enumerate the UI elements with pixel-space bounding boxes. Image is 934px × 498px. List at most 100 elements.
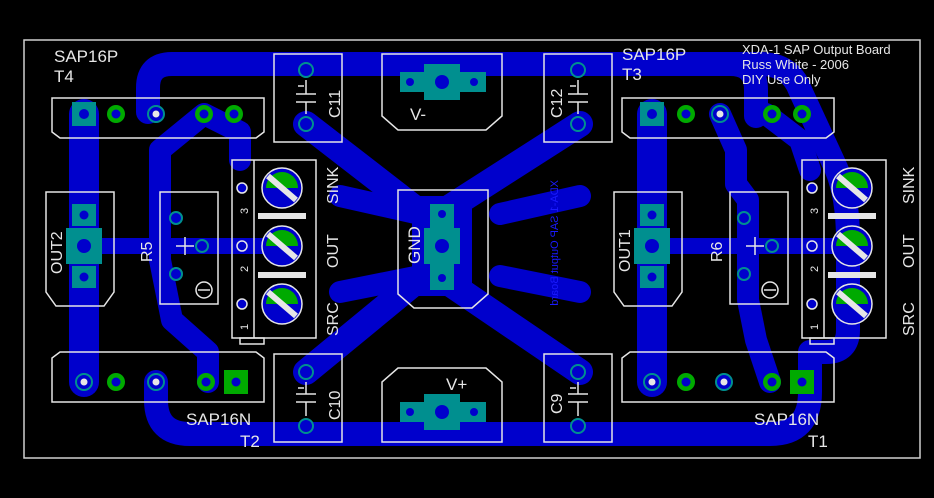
t2-pad-3-hole: [152, 378, 160, 386]
out2-hole-top: [79, 210, 89, 220]
c9-pad-top: [570, 364, 586, 380]
r6-pad-1: [737, 211, 751, 225]
tb-left-pin-num-1: 1: [239, 324, 251, 330]
t2-pad-1-hole: [80, 378, 88, 386]
tb-right-screw-2: [831, 225, 873, 267]
tb-left-screw-3: [261, 283, 303, 325]
out1-label: OUT1: [617, 229, 634, 272]
t1-part-label: SAP16N: [754, 410, 819, 429]
tb-left-outline: [231, 159, 317, 339]
vplus-hole-right: [470, 408, 478, 416]
board-title-line-2: Russ White - 2006: [742, 57, 849, 72]
tb-left-label-sink: SINK: [325, 166, 342, 204]
r6-label: R6: [709, 241, 726, 262]
gnd-hole-center: [435, 239, 449, 253]
tb-right-pin-2: [806, 240, 818, 252]
transistor-t3: [621, 97, 835, 139]
tb-right-screw-1: [831, 167, 873, 209]
c10-pad-top: [298, 364, 314, 380]
tb-left-sep-2: [258, 272, 306, 278]
out2-hole-bottom: [79, 272, 89, 282]
c10-outline: [273, 353, 343, 443]
t2-pad-5-hole: [231, 377, 241, 387]
vminus-hole-right: [470, 78, 478, 86]
vplus-label: V+: [446, 375, 467, 394]
vplus-hole-left: [406, 408, 414, 416]
bottom-layer-text: XDA-1 SAP Output Board: [549, 180, 561, 306]
t4-pad-5-hole: [229, 109, 239, 119]
tb-left-pin-num-2: 2: [239, 266, 251, 272]
r6-pad-2: [765, 239, 779, 253]
r5-label: R5: [139, 241, 156, 262]
transistor-t1: [621, 351, 835, 403]
tb-right-label-sink: SINK: [901, 166, 918, 204]
tb-left-label-src: SRC: [325, 302, 342, 336]
t1-pad-5-hole: [797, 377, 807, 387]
tb-right-key: [809, 337, 835, 345]
tb-left-key: [239, 337, 265, 345]
r5-plus-mark: [176, 237, 194, 255]
terminal-block-left: [231, 159, 317, 345]
t4-pad-4-hole: [199, 109, 209, 119]
capacitor-c10: [273, 353, 343, 443]
tb-right-pin-3: [806, 182, 818, 194]
r5-adjust-screw: [195, 281, 213, 299]
c9-pad-bottom: [570, 418, 586, 434]
out1-component: [613, 191, 683, 307]
t4-part-label: SAP16P: [54, 47, 118, 66]
r5-pad-2: [195, 239, 209, 253]
c9-label: C9: [549, 393, 566, 414]
t3-pad-5-hole: [797, 109, 807, 119]
t4-outline: [51, 97, 265, 139]
t1-pad-3-hole: [720, 378, 728, 386]
out2-component: [45, 191, 115, 307]
out1-hole-top: [647, 210, 657, 220]
out1-outline: [613, 191, 683, 307]
trace-inner-left: [149, 103, 251, 393]
tb-right-label-out: OUT: [901, 234, 918, 268]
vminus-connector: [381, 53, 503, 131]
c12-pad-top: [570, 62, 586, 78]
tb-left-label-out: OUT: [325, 234, 342, 268]
tb-right-sep-1: [828, 213, 876, 219]
vplus-hole-center: [435, 405, 449, 419]
t3-pad-3-hole: [716, 110, 724, 118]
tb-right-sep-2: [828, 272, 876, 278]
capacitor-c9: [543, 353, 613, 443]
r5-pad-3: [169, 267, 183, 281]
transistor-t4: [51, 97, 265, 139]
r5-outline: [159, 191, 219, 305]
gnd-connector: [397, 189, 489, 309]
out1-hole-mid: [645, 239, 659, 253]
t4-pad-3-hole: [152, 110, 160, 118]
t2-ref-label: T2: [240, 432, 260, 451]
t4-ref-label: T4: [54, 67, 74, 86]
t3-outline: [621, 97, 835, 139]
t2-outline: [51, 351, 265, 403]
tb-left-screw-2: [261, 225, 303, 267]
tb-left-pin-3: [236, 182, 248, 194]
board-title-line-1: XDA-1 SAP Output Board: [742, 42, 891, 57]
r6-adjust-screw: [761, 281, 779, 299]
t3-pad-1-hole: [647, 109, 657, 119]
tb-right-pin-num-3: 3: [809, 208, 821, 214]
tb-left-pin-1: [236, 298, 248, 310]
c9-symbol: [568, 382, 588, 416]
c10-symbol: [296, 382, 316, 416]
c12-pad-bottom: [570, 116, 586, 132]
tb-left-sep-1: [258, 213, 306, 219]
terminal-block-right: [801, 159, 887, 345]
c11-pad-bottom: [298, 116, 314, 132]
capacitor-c11: [273, 53, 343, 143]
resistor-r5: [159, 191, 219, 305]
vminus-label: V-: [410, 105, 426, 124]
vminus-hole-left: [406, 78, 414, 86]
r5-pad-1: [169, 211, 183, 225]
out2-outline: [45, 191, 115, 307]
t1-pad-2-hole: [681, 377, 691, 387]
gnd-label: GND: [405, 226, 424, 264]
tb-right-pin-1: [806, 298, 818, 310]
gnd-hole-bottom: [438, 274, 446, 282]
c12-outline: [543, 53, 613, 143]
